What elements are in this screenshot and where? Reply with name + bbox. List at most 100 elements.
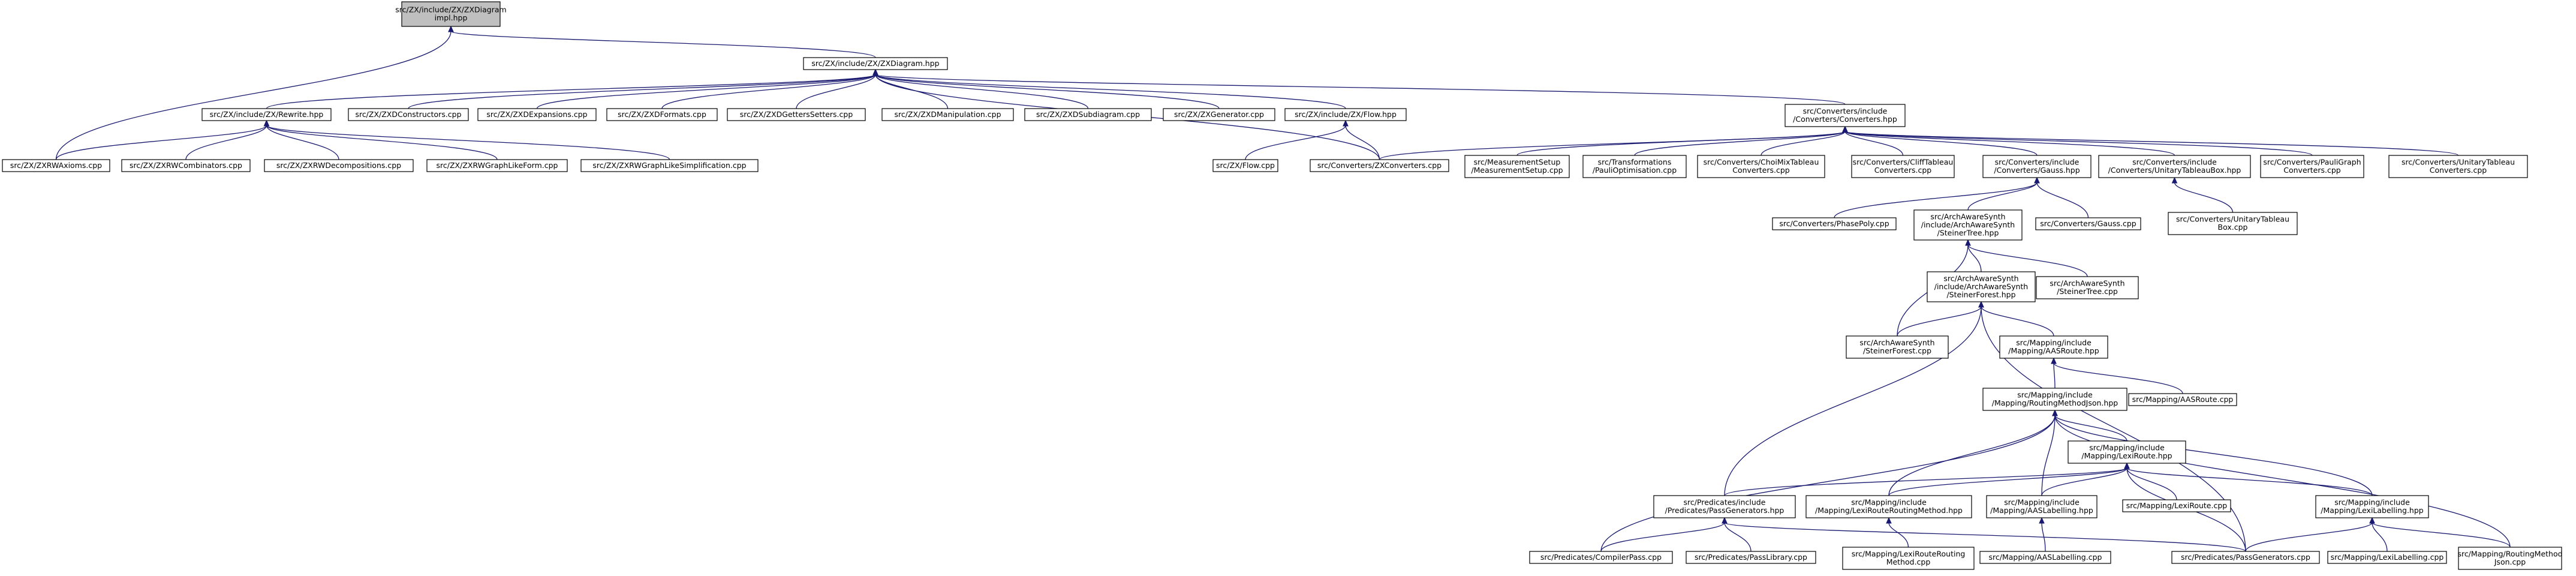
file-node-passgenerators-cpp[interactable]: src/Predicates/PassGenerators.cpp (2171, 551, 2320, 564)
file-box (727, 108, 866, 121)
dependency-edge (2054, 415, 2127, 442)
file-node-passgenerators-hpp[interactable]: src/Predicates/include/Predicates/PassGe… (1653, 495, 1796, 518)
file-node-zxrwgraphlikesimp[interactable]: src/ZX/ZXRWGraphLikeSimplification.cpp (580, 159, 759, 172)
file-node-lexilabelling-hpp[interactable]: src/Mapping/include/Mapping/LexiLabellin… (2315, 495, 2429, 518)
file-node-zxdiagram[interactable]: src/ZX/include/ZX/ZXDiagram.hpp (803, 57, 948, 70)
file-node-gauss-cpp[interactable]: src/Converters/Gauss.cpp (2035, 217, 2141, 230)
file-node-zxrwaxioms[interactable]: src/ZX/ZXRWAxioms.cpp (2, 159, 110, 172)
file-node-routingmethodjson-cpp[interactable]: src/Mapping/RoutingMethodJson.cpp (2457, 547, 2563, 570)
dependency-edge (1844, 131, 1904, 156)
file-label-line: impl.hpp (435, 13, 468, 22)
file-node-steinertree-cpp[interactable]: src/ArchAwareSynth/SteinerTree.cpp (2036, 276, 2139, 299)
file-label-line: src/MeasurementSetup (1474, 158, 1561, 167)
file-node-zxdconstructors[interactable]: src/ZX/ZXDConstructors.cpp (348, 108, 469, 121)
file-node-compilerpass[interactable]: src/Predicates/CompilerPass.cpp (1529, 551, 1673, 564)
dependency-edge (2126, 467, 2177, 500)
file-node-zxdexpansions[interactable]: src/ZX/ZXDExpansions.cpp (477, 108, 597, 121)
file-label-line: /MeasurementSetup.cpp (1471, 166, 1563, 175)
file-label-line: src/Mapping/include (2334, 498, 2410, 507)
dependency-edge (2245, 522, 2373, 552)
dependency-edge (1600, 415, 2056, 552)
dependency-edge (1967, 244, 1982, 272)
file-box (2388, 155, 2528, 178)
file-node-zxdgetterssetters[interactable]: src/ZX/ZXDGettersSetters.cpp (727, 108, 866, 121)
file-box (1582, 155, 1687, 178)
file-box (201, 108, 332, 121)
file-node-lexirouteroutingmethod-cpp[interactable]: src/Mapping/LexiRouteRoutingMethod.cpp (1842, 547, 1975, 570)
file-label-line: src/ZX/ZXDFormats.cpp (618, 110, 706, 119)
file-node-rewrite[interactable]: src/ZX/include/ZX/Rewrite.hpp (201, 108, 332, 121)
file-node-routingmethodjson-hpp[interactable]: src/Mapping/include/Mapping/RoutingMetho… (1982, 388, 2127, 411)
file-label-line: /Mapping/LexiRouteRoutingMethod.hpp (1815, 506, 1963, 515)
file-label-line: src/Transformations (1598, 158, 1672, 167)
dependency-edge (1967, 244, 2088, 277)
file-label-line: /Converters/UnitaryTableauBox.hpp (2108, 166, 2241, 175)
file-node-aaslabelling-cpp[interactable]: src/Mapping/AASLabelling.cpp (1979, 551, 2111, 564)
file-node-lexiroute-cpp[interactable]: src/Mapping/LexiRoute.cpp (2122, 499, 2231, 512)
dependency-edge (1844, 131, 2175, 156)
file-node-zxrwcombinators[interactable]: src/ZX/ZXRWCombinators.cpp (121, 159, 251, 172)
file-label-line: src/ZX/ZXRWCombinators.cpp (130, 161, 242, 170)
file-label-line: src/Mapping/RoutingMethod (2457, 550, 2562, 559)
file-box (2128, 393, 2237, 406)
file-node-unitarytableaubox-hpp[interactable]: src/Converters/include/Converters/Unitar… (2098, 155, 2251, 178)
file-node-steinertree-hpp[interactable]: src/ArchAwareSynth/include/ArchAwareSynt… (1913, 209, 2023, 241)
file-node-flow-hpp[interactable]: src/ZX/include/ZX/Flow.hpp (1284, 108, 1407, 121)
file-node-aaslabelling-hpp[interactable]: src/Mapping/include/Mapping/AASLabelling… (1986, 495, 2097, 518)
file-node-zxdformats[interactable]: src/ZX/ZXDFormats.cpp (606, 108, 718, 121)
file-label-line: src/Predicates/include (1684, 498, 1766, 507)
dependency-edge (266, 125, 498, 160)
dependency-edge (2041, 467, 2127, 496)
file-node-flow-cpp[interactable]: src/ZX/Flow.cpp (1212, 159, 1278, 172)
dependency-edge (1634, 131, 1846, 156)
file-node-aasroute-hpp[interactable]: src/Mapping/include/Mapping/AASRoute.hpp (1999, 335, 2108, 359)
edge-arrowhead (448, 25, 454, 32)
file-label-line: src/Converters/include (1995, 158, 2080, 167)
file-node-unitarytableaubox-cpp[interactable]: src/Converters/UnitaryTableauBox.cpp (2168, 212, 2298, 235)
file-node-zxrwdecompositions[interactable]: src/ZX/ZXRWDecompositions.cpp (264, 159, 414, 172)
file-node-phasepoly[interactable]: src/Converters/PhasePoly.cpp (1772, 217, 1897, 230)
dependency-edge (875, 74, 1846, 105)
file-box (1529, 551, 1673, 564)
file-label-line: src/Converters/ChoiMixTableau (1704, 158, 1819, 167)
file-node-zxdmanipulation[interactable]: src/ZX/ZXDManipulation.cpp (881, 108, 1014, 121)
file-node-passlibrary[interactable]: src/Predicates/PassLibrary.cpp (1686, 551, 1816, 564)
file-box (2315, 495, 2429, 518)
dependency-edge (1888, 467, 2127, 496)
file-label-line: /Predicates/PassGenerators.hpp (1665, 506, 1784, 515)
file-node-zxrwgraphlikeform[interactable]: src/ZX/ZXRWGraphLikeForm.cpp (426, 159, 568, 172)
file-box (1986, 495, 2097, 518)
file-box (2171, 551, 2320, 564)
file-box (580, 159, 759, 172)
file-box (477, 108, 597, 121)
file-node-chomixtableau[interactable]: src/Converters/ChoiMixTableauConverters.… (1697, 155, 1825, 178)
file-node-gauss-hpp[interactable]: src/Converters/include/Converters/Gauss.… (1982, 155, 2092, 178)
file-node-measurementsetup[interactable]: src/MeasurementSetup/MeasurementSetup.cp… (1464, 155, 1570, 178)
file-label-line: src/ArchAwareSynth (2050, 279, 2124, 288)
file-box (2068, 440, 2186, 464)
file-node-unitarytableau-conv[interactable]: src/Converters/UnitaryTableauConverters.… (2388, 155, 2528, 178)
file-node-zxconverters[interactable]: src/Converters/ZXConverters.cpp (1310, 159, 1449, 172)
file-node-paulioptimisation[interactable]: src/Transformations/PauliOptimisation.cp… (1582, 155, 1687, 178)
file-node-zxdsubdiagram[interactable]: src/ZX/ZXDSubdiagram.cpp (1024, 108, 1152, 121)
file-label-line: src/Converters/Gauss.cpp (2040, 219, 2136, 228)
dependency-edge (55, 125, 267, 160)
file-node-zxgenerator[interactable]: src/ZX/ZXGenerator.cpp (1163, 108, 1275, 121)
file-label-line: src/Converters/ZXConverters.cpp (1317, 161, 1442, 170)
file-node-aasroute-cpp[interactable]: src/Mapping/AASRoute.cpp (2128, 393, 2237, 406)
file-node-converters-hpp[interactable]: src/Converters/include/Converters/Conver… (1784, 104, 1906, 127)
file-node-lexilabelling-cpp[interactable]: src/Mapping/LexiLabelling.cpp (2327, 551, 2447, 564)
file-label-line: src/ZX/ZXDExpansions.cpp (486, 110, 587, 119)
file-node-lexirouteroutingmethod-hpp[interactable]: src/Mapping/include/Mapping/LexiRouteRou… (1805, 495, 1972, 518)
file-node-steinerforest-hpp[interactable]: src/ArchAwareSynth/include/ArchAwareSynt… (1927, 271, 2036, 302)
file-node-clifftableau[interactable]: src/Converters/CliffTableauConverters.cp… (1851, 155, 1955, 178)
file-node-steinerforest-cpp[interactable]: src/ArchAwareSynth/SteinerForest.cpp (1846, 335, 1949, 359)
file-box (1024, 108, 1152, 121)
file-label-line: src/Mapping/LexiLabelling.cpp (2331, 553, 2444, 562)
file-box (1846, 335, 1949, 359)
dependency-edge (1844, 131, 2459, 156)
file-node-lexiroute-hpp[interactable]: src/Mapping/include/Mapping/LexiRoute.hp… (2068, 440, 2186, 464)
file-label-line: /Mapping/AASLabelling.hpp (1990, 506, 2093, 515)
